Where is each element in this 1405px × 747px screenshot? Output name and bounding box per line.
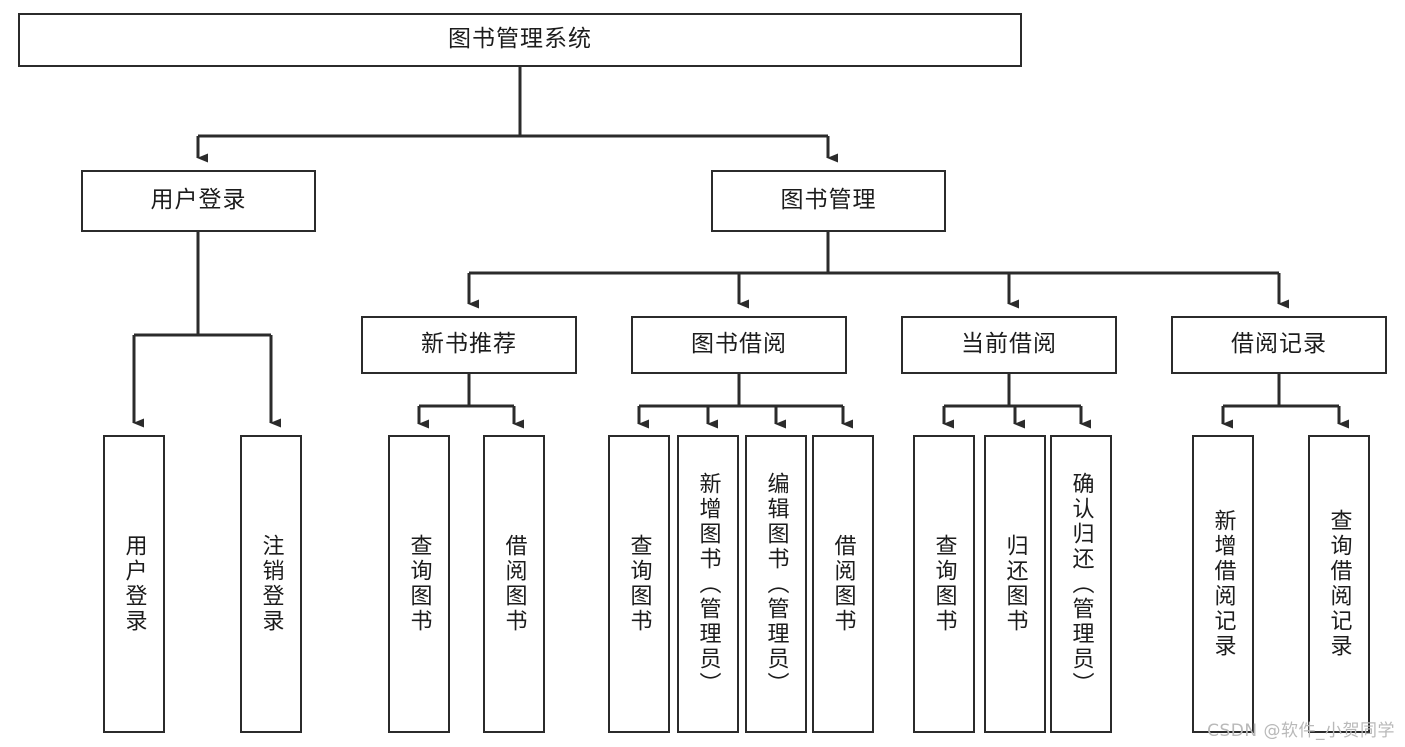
node-leaf-add-borrow-record[interactable]: 新增借阅记录 — [1192, 435, 1254, 733]
node-book-management[interactable]: 图书管理 — [711, 170, 946, 232]
node-leaf-query-book-current[interactable]: 查询图书 — [913, 435, 975, 733]
node-label: 图书管理系统 — [448, 26, 592, 53]
node-leaf-return-book[interactable]: 归还图书 — [984, 435, 1046, 733]
node-label: 新书推荐 — [421, 331, 517, 358]
node-label: 借阅图书 — [830, 534, 856, 634]
node-label: 查询图书 — [931, 534, 957, 634]
node-label: 图书管理 — [780, 187, 877, 214]
node-label: 用户登录 — [150, 187, 247, 214]
node-leaf-query-book-borrow[interactable]: 查询图书 — [608, 435, 670, 733]
node-leaf-query-borrow-record[interactable]: 查询借阅记录 — [1308, 435, 1370, 733]
node-label: 查询图书 — [626, 534, 652, 634]
node-leaf-borrow-book[interactable]: 借阅图书 — [812, 435, 874, 733]
node-leaf-query-book-recommend[interactable]: 查询图书 — [388, 435, 450, 733]
node-book-borrow[interactable]: 图书借阅 — [631, 316, 847, 374]
node-label: 归还图书 — [1002, 534, 1028, 634]
node-label: 借阅图书 — [501, 534, 527, 634]
watermark-text: CSDN @软件_小贺同学 — [1207, 721, 1395, 741]
node-label: 确认归还（管理员） — [1068, 471, 1094, 697]
node-user-login[interactable]: 用户登录 — [81, 170, 316, 232]
node-label: 编辑图书（管理员） — [763, 471, 789, 697]
node-label: 查询图书 — [406, 534, 432, 634]
node-label: 借阅记录 — [1231, 331, 1327, 358]
node-label: 注销登录 — [258, 534, 284, 634]
node-label: 用户登录 — [121, 534, 147, 634]
node-leaf-logout[interactable]: 注销登录 — [240, 435, 302, 733]
node-label: 查询借阅记录 — [1326, 509, 1352, 659]
node-label: 新增图书（管理员） — [695, 471, 721, 697]
node-borrow-record[interactable]: 借阅记录 — [1171, 316, 1387, 374]
node-current-borrow[interactable]: 当前借阅 — [901, 316, 1117, 374]
node-label: 新增借阅记录 — [1210, 509, 1236, 659]
node-leaf-add-book-admin[interactable]: 新增图书（管理员） — [677, 435, 739, 733]
node-new-book-recommend[interactable]: 新书推荐 — [361, 316, 577, 374]
node-label: 当前借阅 — [961, 331, 1057, 358]
node-leaf-edit-book-admin[interactable]: 编辑图书（管理员） — [745, 435, 807, 733]
node-leaf-confirm-return-admin[interactable]: 确认归还（管理员） — [1050, 435, 1112, 733]
node-root-system[interactable]: 图书管理系统 — [18, 13, 1022, 67]
node-leaf-user-login[interactable]: 用户登录 — [103, 435, 165, 733]
node-label: 图书借阅 — [691, 331, 787, 358]
node-leaf-borrow-book-recommend[interactable]: 借阅图书 — [483, 435, 545, 733]
